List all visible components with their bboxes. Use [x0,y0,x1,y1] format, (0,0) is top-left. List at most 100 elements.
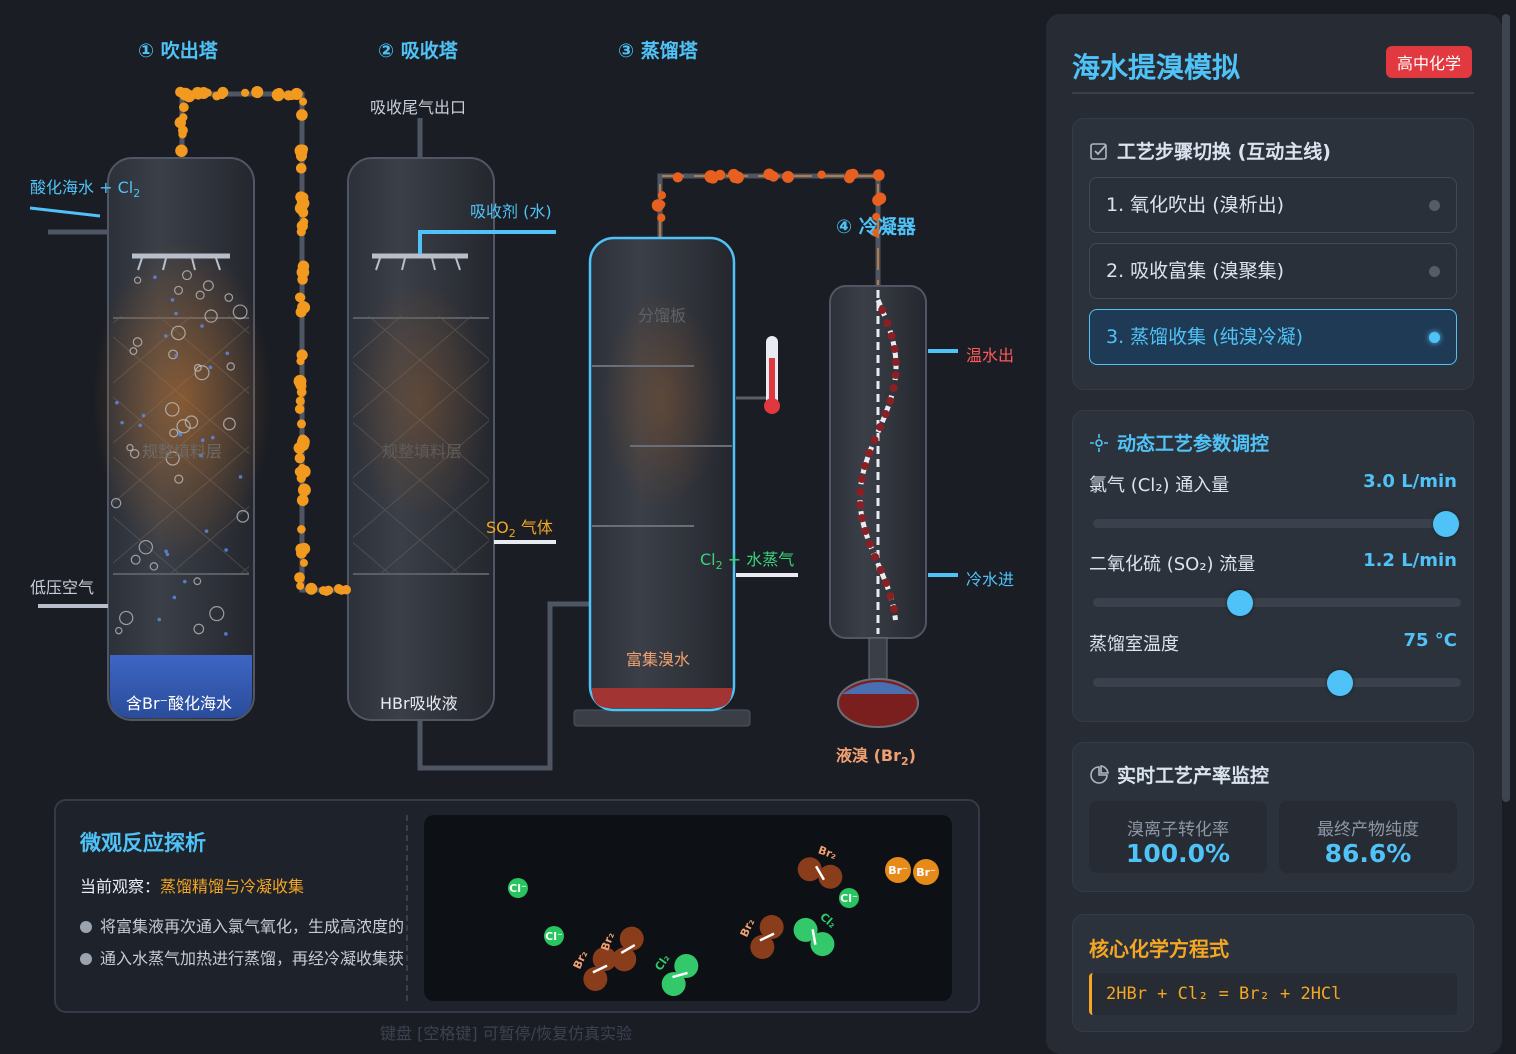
seawater-droplet [174,353,179,358]
so2-gas-label: SO2 气体 [486,518,553,541]
gas-particle [296,109,308,121]
bromine-condensate-drop [856,501,865,509]
cl2-steam-label: Cl2 + 水蒸气 [700,550,795,573]
equation-card: 核心化学方程式 2HBr + Cl₂ = Br₂ + 2HCl [1072,914,1474,1032]
tail-gas-outlet-label: 吸收尾气出口 [370,98,467,117]
air-bubble [224,293,234,302]
seawater-droplet [172,595,177,600]
so2-slider-thumb[interactable] [1227,590,1254,616]
seawater-droplet [157,617,162,622]
bromine-condensate-drop [886,397,895,405]
cl2-slider[interactable] [1093,511,1461,537]
step-oxidation-blowout[interactable]: 1. 氧化吹出 (溴析出) [1089,177,1457,233]
micro-divider [406,815,408,1001]
ion-particle: Br⁻ [913,859,939,885]
stripping-tower [92,157,272,721]
gas-particle [872,169,885,181]
gas-particle [294,572,305,583]
air-bubble [138,539,154,555]
air-bubble [176,418,191,434]
process-diagram-svg [29,86,958,771]
gas-particle [297,525,306,534]
air-bubble [126,444,134,452]
seawater-droplet [120,420,124,425]
cold-water-in-label: 冷水进 [966,570,1015,589]
seawater-droplet [204,529,209,533]
gas-particle [293,441,306,454]
gas-particle [297,301,310,314]
panel-scrollbar[interactable] [1502,14,1510,802]
air-bubble [209,606,225,622]
seawater-droplet [225,351,230,356]
air-bubble [226,362,235,371]
air-bubble [236,510,250,523]
temperature-slider-thumb[interactable] [1326,670,1353,696]
bromine-condensate-drop [860,462,869,470]
svg-text:Br₂: Br₂ [816,844,838,863]
bromine-condensate-drop [889,605,898,613]
checkbox-icon [1090,143,1107,160]
seawater-droplet [200,438,205,442]
step-absorption-enrichment[interactable]: 2. 吸收富集 (溴聚集) [1089,243,1457,299]
distillation-tower [573,236,798,727]
bromine-condensate-drop [865,540,874,548]
gas-particle [296,494,309,507]
air-bubble [165,402,180,417]
equation-header: 核心化学方程式 [1089,937,1229,961]
course-badge: 高中化学 [1386,46,1473,78]
gas-particle [334,583,344,594]
current-observation: 当前观察：蒸馏精馏与冷凝收集 [80,877,305,896]
svg-text:Cl⁻: Cl⁻ [509,882,527,895]
process-steps-card: 工艺步骤切换 (互动主线) 1. 氧化吹出 (溴析出) 2. 吸收富集 (溴聚集… [1072,118,1474,390]
bromine-condensate-drop [858,514,867,522]
bromine-condensate-drop [870,436,879,444]
temperature-slider[interactable] [1093,670,1461,696]
params-header: 动态工艺参数调控 [1089,429,1269,456]
seawater-level-label: 含Br⁻酸化海水 [126,694,233,713]
so2-slider[interactable] [1093,590,1461,616]
diatomic-molecule: Br₂ [797,844,843,889]
ion-particle: Cl⁻ [508,878,528,898]
seawater-droplet [170,298,175,302]
gas-particle [175,144,188,158]
svg-text:Br₂: Br₂ [571,949,591,972]
air-bubble [173,285,184,295]
gas-particle [241,88,250,97]
gas-particle [296,227,306,237]
absorption-tower-label: ② 吸收塔 [378,40,458,62]
step-distillation-collection[interactable]: 3. 蒸馏收集 (纯溴冷凝) [1089,309,1457,365]
gas-particle [296,387,307,397]
param-so2-name: 二氧化硫 (SO₂) 流量 [1089,554,1256,575]
bromine-condensate-drop [881,579,890,587]
step-indicator [1429,266,1440,277]
gas-particle [287,92,296,101]
bromine-condensate-drop [883,319,892,327]
cl2-slider-thumb[interactable] [1433,511,1460,537]
bromine-condensate-drop [857,475,866,483]
seawater-droplet [141,413,146,418]
gas-particle [817,170,826,179]
seawater-droplet [164,549,168,554]
process-steps-header: 工艺步骤切换 (互动主线) [1089,137,1331,164]
gas-particle [299,558,308,567]
bromine-condensate-drop [876,566,885,574]
air-bubble [171,325,186,341]
seawater-droplet [174,311,178,316]
title-divider [1072,92,1474,94]
gas-particle [299,217,309,227]
low-pressure-air-label: 低压空气 [30,578,95,597]
param-cl2-name: 氯气 (Cl₂) 通入量 [1089,475,1230,496]
gas-particle [297,483,311,497]
gas-particle [874,192,887,205]
air-bubble [181,270,193,281]
bromine-condensate-drop [890,345,899,353]
gas-particle [845,169,856,180]
step-indicator [1429,200,1440,211]
gas-particle [657,213,666,222]
air-bubble [132,337,143,347]
hbr-absorption-label: HBr吸收液 [380,694,458,713]
air-bubble [174,474,184,484]
gas-particle [657,191,667,200]
